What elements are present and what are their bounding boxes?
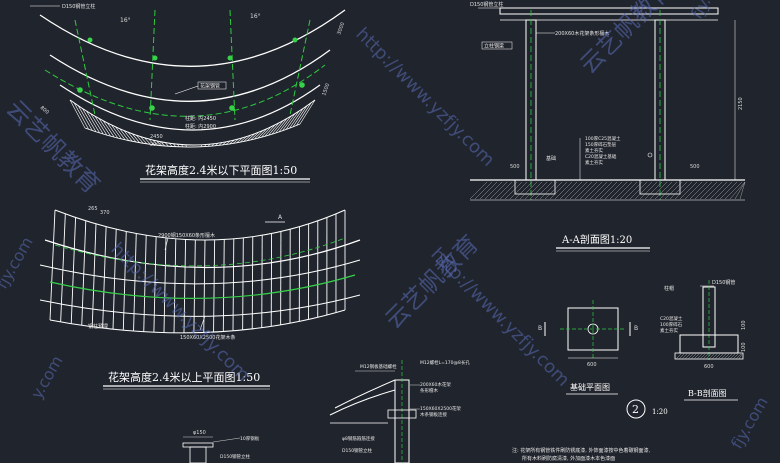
foundation-plan: 2 600 B B 基础平面图 bbox=[538, 300, 638, 395]
label-sec-base: 基础 bbox=[546, 155, 556, 162]
notes: 注: 花架所有钢管铁件刷防锈底漆, 外饰面漆按中色着碳钢面漆, 所有木料刷防腐清… bbox=[512, 447, 650, 462]
dim-foundation-600: 600 bbox=[587, 362, 597, 368]
label-dt-7: φ8钢筋箍筋连接 bbox=[342, 435, 375, 442]
watermark-side-2: fjy.com bbox=[687, 0, 732, 22]
detail-number: 2 bbox=[632, 403, 639, 416]
label-bars: 花架钢管 bbox=[200, 83, 220, 90]
label-dt-4: 条形檀木 bbox=[420, 387, 438, 394]
label-dt-5: 150X60X2500花架 bbox=[420, 405, 461, 412]
label-dt-3: 200X60木花架 bbox=[420, 381, 451, 388]
dim-aa-500a: 500 bbox=[510, 164, 520, 170]
dim-upper-1: 265 bbox=[88, 206, 98, 212]
plan-lower: 16° 16° 2450 2900 1500 3000 800 花架钢管 D15… bbox=[30, 3, 346, 183]
dim-angle-1: 16° bbox=[120, 17, 131, 24]
label-upper-beam: 2900钢150X60条形檀木 bbox=[158, 232, 215, 239]
label-dt-6: 木条钢板连接 bbox=[420, 411, 447, 418]
section-bb: D150钢管 柱帽 C20混凝土 100厚碎石 素土夯实 100 100 600… bbox=[660, 279, 747, 401]
section-mark-a: A bbox=[278, 214, 283, 221]
dim-angle-2: 16° bbox=[250, 13, 261, 20]
label-bb-top: D150钢管 bbox=[712, 279, 735, 286]
label-dt-11: D150钢管立柱 bbox=[220, 453, 251, 460]
note-line-1: 注: 花架所有钢管铁件刷防锈底漆, 外饰面漆按中色着碳钢面漆, bbox=[512, 447, 650, 454]
label-sec-top: D150钢管立柱 bbox=[470, 1, 503, 8]
label-sec-n1: 100厚C25混凝土 bbox=[585, 135, 621, 142]
section-aa: 2150 500 500 D150钢管立柱 立柱钢梁 200X60木花架条形檀木… bbox=[469, 1, 746, 252]
label-bb-n1: C20混凝土 bbox=[660, 315, 683, 322]
title-plan-upper: 花架高度2.4米以上平面图1:50 bbox=[108, 370, 260, 384]
watermark-brand-3: 云艺帆教育 bbox=[1, 94, 106, 199]
watermark-side-3: fjy.com bbox=[727, 394, 772, 452]
label-sec-n3: 素土夯实 bbox=[585, 147, 603, 154]
note-line-2: 所有木料刷防腐清漆, 外加面漆木本色漆面 bbox=[522, 455, 615, 462]
label-dt-2: M12螺栓L=170@8长孔 bbox=[420, 359, 470, 366]
plan-upper: 265 370 A 2900钢150X60条形檀木 150X60X2500花架木… bbox=[39, 206, 361, 390]
label-sec-n4: C20混凝土基础 bbox=[585, 153, 617, 160]
dim-upper-2: 370 bbox=[100, 210, 110, 216]
label-bb-left: 柱帽 bbox=[664, 285, 674, 292]
label-outer: 柱距: 内2900 bbox=[185, 123, 216, 130]
dim-bb-100b: 100 bbox=[741, 342, 747, 352]
label-dt-8: D150钢管立柱 bbox=[342, 447, 373, 454]
watermark-url-1: http://www.yzfjy.com bbox=[351, 24, 498, 171]
dim-3000: 3000 bbox=[336, 22, 346, 36]
title-section-bb: B-B剖面图 bbox=[688, 388, 727, 398]
label-dt-10: φ150 bbox=[193, 430, 206, 436]
label-bb-n2: 100厚碎石 bbox=[660, 321, 683, 328]
label-upper-joist: 150X60X2500花架木条 bbox=[180, 334, 235, 341]
foundation-b-right: B bbox=[634, 325, 638, 332]
detail-scale: 1:20 bbox=[652, 408, 668, 416]
dim-2900: 2900 bbox=[150, 142, 163, 148]
label-inner: 柱距: 内2450 bbox=[185, 115, 216, 122]
label-upper-rail: 钢柱预埋 bbox=[88, 323, 108, 330]
dim-800: 800 bbox=[39, 105, 50, 116]
label-dt-9: 10厚钢板 bbox=[240, 435, 260, 442]
title-foundation: 基础平面图 bbox=[570, 382, 610, 392]
title-section-aa: A-A剖面图1:20 bbox=[561, 233, 632, 246]
label-sec-wood: 200X60木花架条形檀木 bbox=[555, 30, 609, 37]
dim-1500: 1500 bbox=[321, 83, 331, 97]
dim-aa-2150: 2150 bbox=[738, 97, 744, 110]
detail-2: M12钢板基础螺栓 M12螺栓L=170@8长孔 200X60木花架 条形檀木 … bbox=[182, 359, 470, 463]
dim-bb-600: 600 bbox=[704, 364, 714, 370]
title-plan-lower: 花架高度2.4米以下平面图1:50 bbox=[145, 163, 297, 177]
dim-aa-500b: 500 bbox=[690, 164, 700, 170]
watermark-brand-1: 云艺帆教育 bbox=[574, 0, 679, 79]
dim-bb-100: 100 bbox=[741, 320, 747, 330]
label-steel: D150钢管立柱 bbox=[62, 3, 95, 10]
label-dt-1: M12钢板基础螺栓 bbox=[360, 363, 397, 370]
label-bb-n3: 素土夯实 bbox=[660, 327, 678, 334]
label-sec-pipe: 立柱钢梁 bbox=[484, 43, 504, 50]
watermark-url-3: http://www.yzfjy.com bbox=[106, 239, 253, 386]
watermark-side-1: fjy.com bbox=[0, 234, 37, 292]
label-sec-n2: 150厚碎石垫层 bbox=[585, 141, 617, 148]
label-sec-n5: 素土夯实 bbox=[585, 159, 603, 166]
foundation-b-left: B bbox=[538, 325, 542, 332]
dim-2450: 2450 bbox=[150, 134, 163, 140]
detail-marker: 2 1:20 bbox=[626, 399, 668, 419]
watermark-partial: y.com bbox=[27, 352, 67, 402]
